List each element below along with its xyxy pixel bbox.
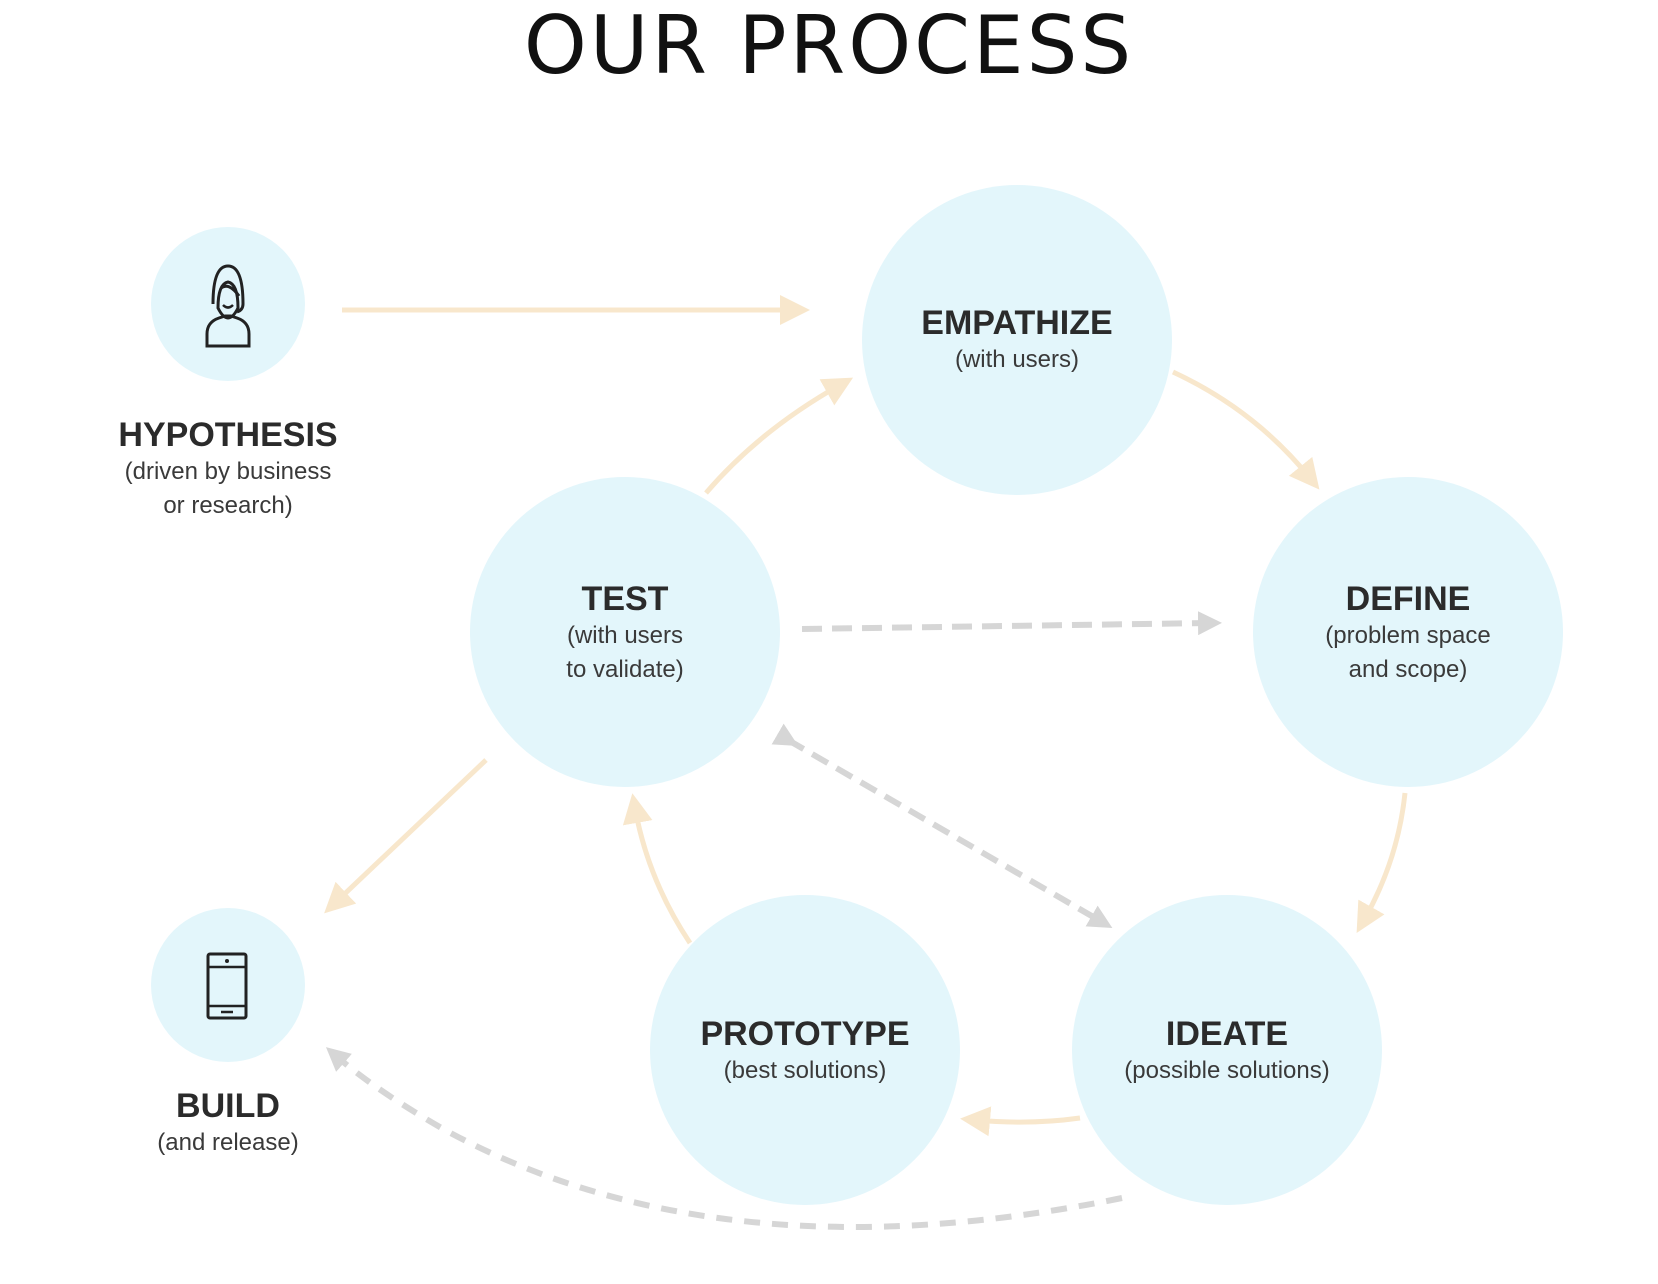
empathize-label: EMPATHIZE (with users) (867, 303, 1167, 377)
ideate-circle (1072, 895, 1382, 1205)
ideate-title: IDEATE (1165, 1015, 1289, 1053)
hypothesis-title: HYPOTHESIS (118, 416, 338, 454)
arrow-test-to-build (324, 758, 488, 914)
ideate-sub-1: (possible solutions) (1124, 1057, 1330, 1084)
phone-icon (203, 951, 253, 1021)
arrow-test-to-empathize (704, 377, 854, 495)
empathize-circle (862, 185, 1172, 495)
arrow-ideate-to-prototype (960, 1106, 1081, 1137)
person-icon (183, 260, 273, 350)
arrow-prototype-to-test (622, 793, 693, 945)
test-title: TEST (581, 580, 669, 618)
prototype-title: PROTOTYPE (700, 1015, 910, 1053)
define-sub-2: and scope) (1348, 656, 1468, 683)
define-sub-1: (problem space (1325, 622, 1491, 649)
hypothesis-circle (151, 227, 305, 381)
dashed-arrow-test-ideate (771, 723, 1113, 929)
empathize-sub-1: (with users) (954, 346, 1080, 373)
ideate-label: IDEATE (possible solutions) (1077, 1014, 1377, 1088)
page-title: OUR PROCESS (523, 0, 1135, 92)
test-sub-1: (with users (566, 622, 684, 649)
build-sub-1: (and release) (157, 1129, 299, 1156)
build-label: BUILD (and release) (88, 1086, 368, 1160)
hypothesis-sub-1: (driven by business (124, 458, 332, 485)
test-label: TEST (with users to validate) (475, 579, 775, 687)
define-label: DEFINE (problem space and scope) (1258, 579, 1558, 687)
define-title: DEFINE (1345, 580, 1471, 618)
test-circle (470, 477, 780, 787)
prototype-sub-1: (best solutions) (723, 1057, 887, 1084)
build-title: BUILD (176, 1087, 280, 1125)
empathize-title: EMPATHIZE (921, 304, 1113, 342)
dashed-arrow-test-to-define (801, 611, 1222, 636)
arrow-define-to-ideate (1356, 792, 1408, 934)
prototype-circle (650, 895, 960, 1205)
hypothesis-sub-2: or research) (163, 492, 293, 519)
test-sub-2: to validate) (566, 656, 684, 683)
hypothesis-label: HYPOTHESIS (driven by business or resear… (88, 415, 368, 523)
arrow-empathize-to-define (1171, 369, 1320, 490)
prototype-label: PROTOTYPE (best solutions) (655, 1014, 955, 1088)
build-circle (151, 908, 305, 1062)
dashed-arrow-ideate-to-build (325, 1047, 1123, 1230)
define-circle (1253, 477, 1563, 787)
